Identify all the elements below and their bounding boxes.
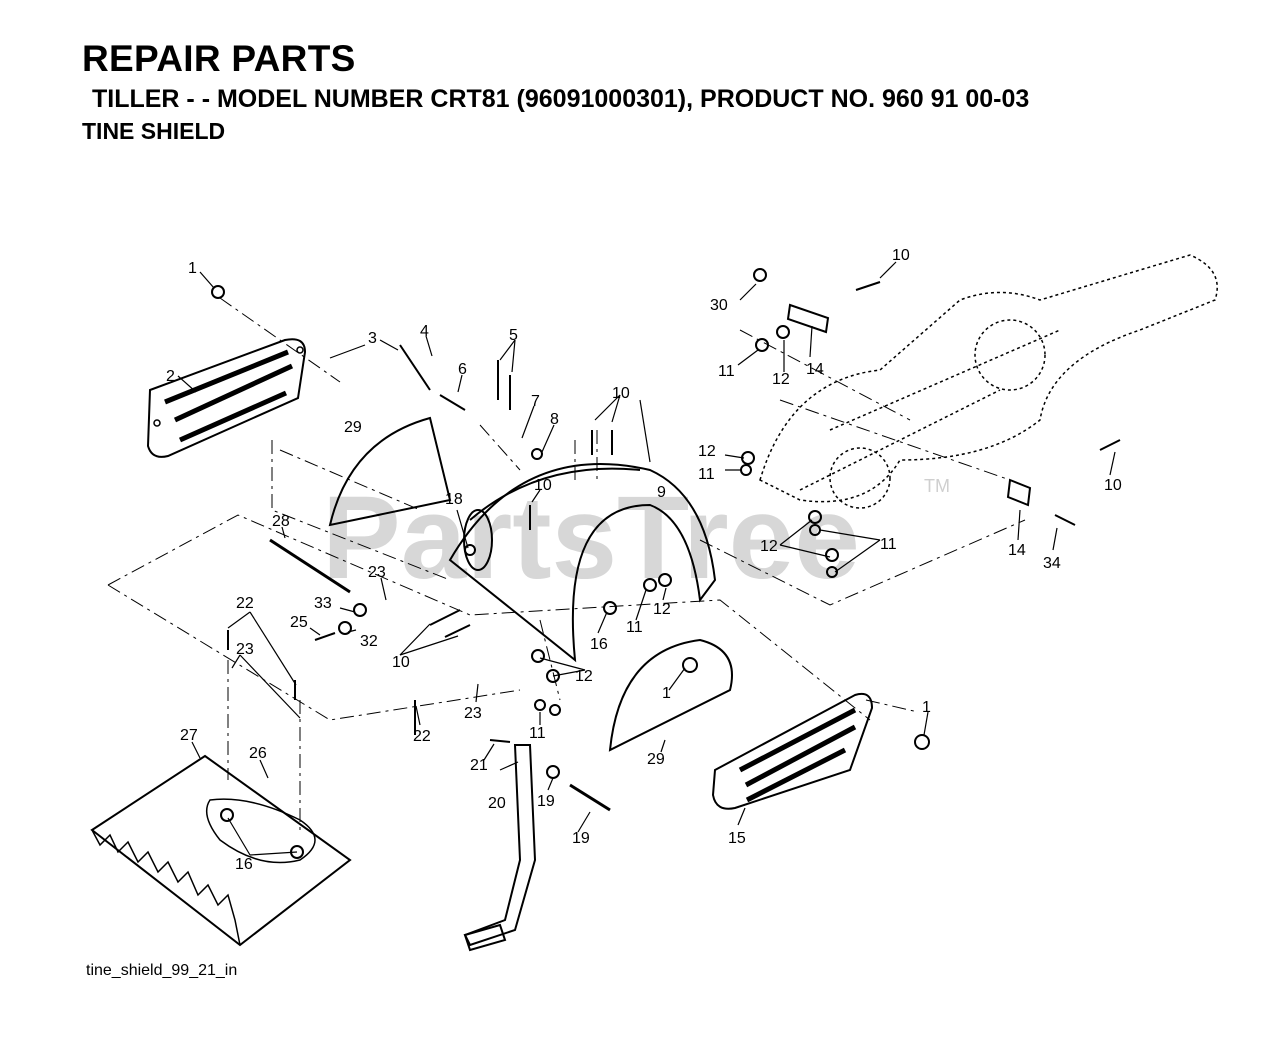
callout-5: 5 [509,327,518,344]
callout-1b: 1 [662,685,671,702]
callout-12e: 12 [760,538,778,555]
watermark: PartsTree TM [322,472,950,604]
model-subtitle: TILLER - - MODEL NUMBER CRT81 (960910003… [92,85,1030,113]
callout-11e: 11 [880,536,897,553]
bracket-14-top [786,303,830,334]
callout-24b: 22 [413,728,431,745]
bracket-14-right [1006,478,1032,507]
callout-24a: 22 [236,595,254,612]
bottom-deflector [90,754,352,947]
callout-26: 26 [249,745,267,762]
callout-15: 15 [728,830,746,847]
callout-14a: 14 [806,361,824,378]
callout-8: 8 [550,411,559,428]
leader-lines [177,261,1116,856]
bolts [227,281,1121,743]
rod-28 [269,538,351,594]
callout-1: 1 [188,260,197,277]
callout-12c: 12 [772,371,790,388]
tine-housing [759,254,1218,509]
callout-11b: 11 [529,725,546,742]
callout-10d: 10 [892,247,910,264]
callout-12b: 12 [575,668,593,685]
callout-23c: 23 [464,705,482,722]
callout-33: 33 [314,595,332,612]
callout-25: 25 [290,614,308,631]
callout-19: 19 [572,830,590,847]
callout-6: 6 [458,361,467,378]
callout-27: 27 [180,727,198,744]
callout-20: 19 [537,793,555,810]
callout-21: 20 [488,795,506,812]
callout-32: 32 [360,633,378,650]
callout-12a: 12 [653,601,671,618]
callout-11d: 11 [698,466,715,483]
callout-22: 21 [470,757,488,774]
page-title: REPAIR PARTS [82,38,356,79]
watermark-tm: TM [924,476,950,496]
callout-2: 2 [166,368,175,385]
callout-16a: 16 [235,856,253,873]
callout-4: 4 [420,323,429,340]
callout-7: 7 [531,393,540,410]
callout-16b: 16 [590,636,608,653]
tine-shield-body [448,463,717,663]
callout-18: 18 [445,491,463,508]
side-panel-right [711,692,874,810]
callout-10b: 10 [534,477,552,494]
callout-14b: 14 [1008,542,1026,559]
diagram-filename: tine_shield_99_21_in [86,962,238,979]
callout-30: 30 [710,297,728,314]
flap-left [328,416,452,527]
callout-34: 34 [1043,555,1061,572]
callout-29a: 29 [344,419,362,436]
rod-19 [569,783,611,812]
callout-28: 28 [272,513,290,530]
callout-10e: 10 [1104,477,1122,494]
callout-23a: 23 [368,564,386,581]
callout-9: 9 [657,484,666,501]
callout-3: 3 [368,330,377,347]
callout-29b: 29 [647,751,665,768]
depth-bar [463,744,537,952]
flap-right [608,638,733,752]
callout-10c: 10 [392,654,410,671]
callout-11a: 11 [626,619,643,636]
side-panel-left [146,338,307,458]
callout-1c: 1 [922,699,931,716]
callout-numbers: 1 2 3 4 5 6 7 8 9 10 10 29 18 28 23 33 2… [166,247,1122,873]
callout-23b: 23 [236,641,254,658]
callout-11c: 11 [718,363,735,380]
callout-12d: 12 [698,443,716,460]
section-title: TINE SHIELD [82,118,226,144]
watermark-text: PartsTree [322,472,860,604]
callout-10a: 10 [612,385,630,402]
